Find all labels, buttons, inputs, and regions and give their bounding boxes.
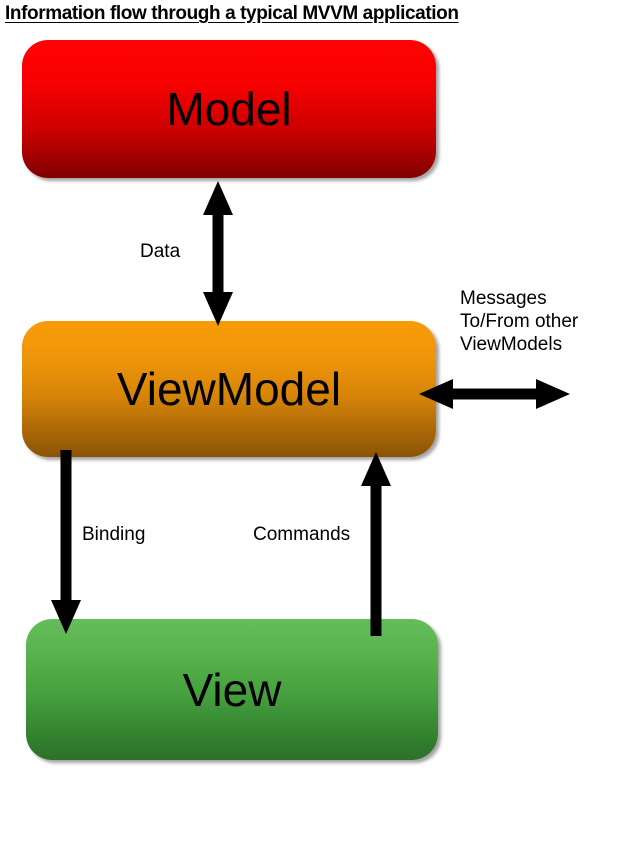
arrow-messages-icon [419,379,570,409]
arrow-label-messages: Messages To/From other ViewModels [460,287,578,356]
arrow-label-binding: Binding [82,524,146,545]
arrow-label-messages-line1: Messages [460,288,547,309]
arrow-commands-icon [361,452,391,636]
node-view-label: View [182,663,282,716]
node-model-label: Model [166,83,292,135]
node-model[interactable]: Model [22,40,436,178]
arrow-data-icon [203,181,233,326]
arrow-label-messages-line3: ViewModels [460,334,563,355]
arrow-label-data: Data [140,241,181,262]
arrow-label-commands: Commands [253,524,351,545]
node-view[interactable]: View [26,619,438,760]
node-viewmodel-label: ViewModel [116,363,342,415]
arrow-binding-icon [51,450,81,634]
page-title: Information flow through a typical MVVM … [5,3,459,24]
arrow-label-messages-line2: To/From other [460,311,579,332]
node-viewmodel[interactable]: ViewModel [22,321,436,457]
